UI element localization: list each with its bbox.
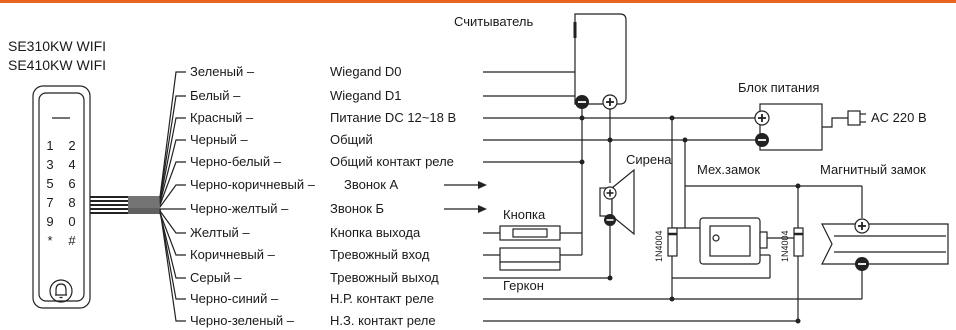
- exit-button: Кнопка: [499, 207, 561, 241]
- accent-bar: [0, 0, 956, 3]
- wire-line: [128, 184, 186, 208]
- bell-arrow-a: [444, 181, 487, 189]
- keypad-key[interactable]: 2: [68, 138, 75, 153]
- mech-lock-label: Мех.замок: [697, 162, 760, 177]
- keypad-key[interactable]: 1: [46, 138, 53, 153]
- keypad-key[interactable]: 4: [68, 157, 75, 172]
- wire-function-label: Тревожный выход: [330, 270, 439, 285]
- wire-function-label: Wiegand D1: [330, 88, 402, 103]
- keypad-key[interactable]: 3: [46, 157, 53, 172]
- wire-function-label: Общий контакт реле: [330, 154, 454, 169]
- signal-lines: [483, 71, 863, 322]
- power-supply: Блок питания AC 220 В: [738, 80, 927, 151]
- wire-function-label: Звонок Б: [330, 201, 384, 216]
- reed-switch: Геркон: [499, 247, 561, 293]
- wire-color-label: Желтый –: [190, 225, 250, 240]
- diode-2: 1N4004: [780, 227, 804, 262]
- keypad-key[interactable]: 5: [46, 176, 53, 191]
- keypad-key[interactable]: 0: [68, 214, 75, 229]
- wire-line: [128, 161, 186, 206]
- model-label-1: SE310KW WIFI: [8, 38, 106, 54]
- wire-function-label: Общий: [330, 132, 373, 147]
- wire-color-label: Черно-синий –: [190, 291, 279, 306]
- magnetic-lock: Магнитный замок: [820, 162, 949, 271]
- wire-line: [128, 95, 186, 200]
- bell-button[interactable]: [49, 279, 73, 303]
- reader: Считыватель: [454, 13, 627, 110]
- keypad-key[interactable]: *: [47, 233, 52, 248]
- power-supply-label: Блок питания: [738, 80, 819, 95]
- wire-color-label: Красный –: [190, 110, 254, 125]
- keypad-key[interactable]: 6: [68, 176, 75, 191]
- model-label-2: SE410KW WIFI: [8, 57, 106, 73]
- bell-arrow-b: [444, 205, 487, 213]
- wire-line: [128, 139, 186, 204]
- wire-function-label: Н.Р. контакт реле: [330, 291, 434, 306]
- keypad-key[interactable]: #: [68, 233, 76, 248]
- wire-line: [128, 208, 186, 322]
- wire-color-label: Зеленый –: [190, 64, 255, 79]
- wire-color-label: Белый –: [190, 88, 241, 103]
- magnetic-lock-label: Магнитный замок: [820, 162, 926, 177]
- wire-color-label: Черный –: [190, 132, 249, 147]
- wire-function-label: Н.З. контакт реле: [330, 313, 436, 328]
- wire-labels: Зеленый – Wiegand D0 Белый – Wiegand D1 Крас…: [190, 64, 456, 328]
- reader-label: Считыватель: [454, 14, 533, 29]
- mechanical-lock: Мех.замок: [697, 162, 768, 265]
- wire-line: [128, 117, 186, 202]
- wire-line: [128, 210, 186, 300]
- wire-fanout: [128, 71, 186, 322]
- wire-line: [128, 210, 186, 234]
- bell-icon: [55, 283, 67, 299]
- wire-color-label: Черно-желтый –: [190, 201, 289, 216]
- wire-line: [128, 212, 186, 279]
- keypad-key[interactable]: 8: [68, 195, 75, 210]
- wire-function-label: Звонок А: [344, 177, 399, 192]
- wire-color-label: Коричневый –: [190, 247, 276, 262]
- button-label: Кнопка: [503, 207, 546, 222]
- keypad-key[interactable]: 9: [46, 214, 53, 229]
- diode-2-label: 1N4004: [780, 230, 790, 262]
- wire-function-label: Wiegand D0: [330, 64, 402, 79]
- wire-color-label: Черно-коричневый –: [190, 177, 316, 192]
- siren: Сирена: [599, 152, 672, 236]
- siren-label: Сирена: [626, 152, 672, 167]
- plug-icon: [847, 110, 866, 126]
- wire-color-label: Черно-зеленый –: [190, 313, 295, 328]
- keypad-key[interactable]: 7: [46, 195, 53, 210]
- wire-line: [128, 212, 186, 256]
- reed-switch-label: Геркон: [503, 278, 544, 293]
- cable-bundle: [90, 196, 128, 214]
- wire-function-label: Тревожный вход: [330, 247, 430, 262]
- wire-color-label: Черно-белый –: [190, 154, 282, 169]
- wire-function-label: Кнопка выхода: [330, 225, 421, 240]
- wire-color-label: Серый –: [190, 270, 242, 285]
- diode-1: 1N4004: [654, 227, 678, 262]
- wire-line: [128, 71, 186, 198]
- wire-function-label: Питание DC 12~18 В: [330, 110, 456, 125]
- diode-1-label: 1N4004: [654, 230, 664, 262]
- junctions: [579, 115, 801, 324]
- ac-label: AC 220 В: [871, 110, 927, 125]
